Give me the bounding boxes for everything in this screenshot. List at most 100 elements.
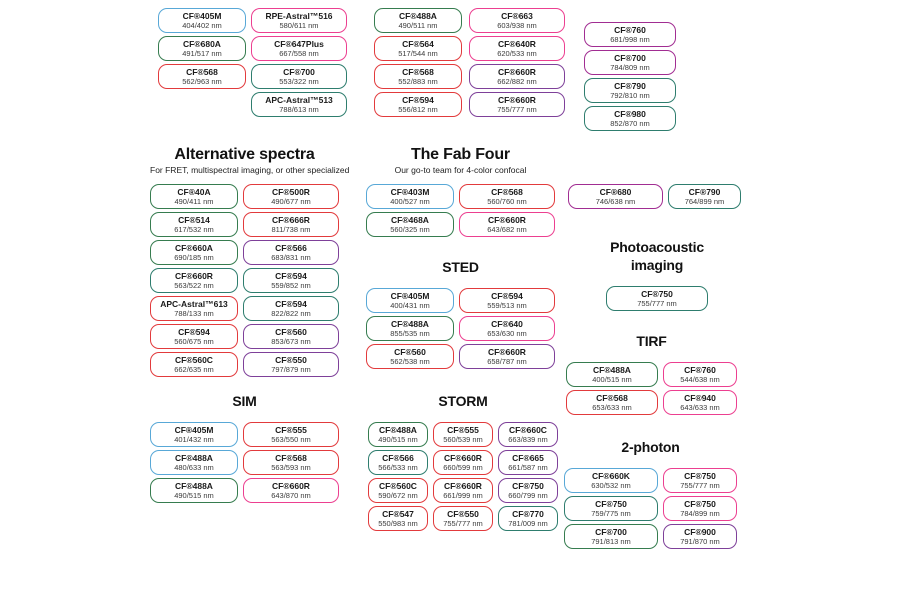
dye-values: 755/777 nm [680, 481, 720, 490]
dye-values: 400/431 nm [390, 301, 430, 310]
dye-values: 560/760 nm [487, 197, 527, 206]
dye-name: CF®566 [382, 453, 414, 463]
dye-name: CF®700 [283, 67, 315, 77]
dye-name: CF®665 [512, 453, 544, 463]
section-title: STORM [438, 393, 488, 409]
section-subtitle: For FRET, multispectral imaging, or othe… [150, 165, 350, 175]
dye-values: 662/882 nm [497, 77, 537, 86]
dye-name: CF®405M [174, 425, 214, 435]
dye-values: 755/777 nm [497, 105, 537, 114]
dye-values: 544/638 nm [680, 375, 720, 384]
dye-values: 797/879 nm [271, 365, 311, 374]
dye-name: RPE-Astral™516 [265, 11, 333, 21]
dye-values: 559/513 nm [487, 301, 527, 310]
dye-name: CF®660R [498, 67, 536, 77]
dye-name: CF®547 [382, 509, 414, 519]
dye-values: 490/411 nm [174, 197, 214, 206]
dye-name: CF®700 [595, 527, 627, 537]
dye-values: 653/630 nm [487, 329, 527, 338]
dye-values: 556/812 nm [398, 105, 438, 114]
dye-values: 755/777 nm [443, 519, 483, 528]
dye-name: CF®680A [183, 39, 221, 49]
dye-name: CF®488A [175, 481, 213, 491]
dye-values: 811/738 nm [271, 225, 311, 234]
dye-name: CF®594 [275, 299, 307, 309]
dye-values: 788/613 nm [279, 105, 319, 114]
dye-name: CF®488A [593, 365, 631, 375]
dye-values: 550/983 nm [378, 519, 418, 528]
dye-name: CF®555 [447, 425, 479, 435]
dye-values: 791/870 nm [680, 537, 720, 546]
dye-values: 791/813 nm [591, 537, 631, 546]
dye-values: 667/558 nm [279, 49, 319, 58]
dye-values: 746/638 nm [595, 197, 636, 206]
dye-values: 401/432 nm [174, 435, 214, 444]
dye-values: 663/839 nm [508, 435, 548, 444]
dye-name: CF®568 [186, 67, 218, 77]
dye-name: CF®560 [275, 327, 307, 337]
dye-name: CF®555 [275, 425, 307, 435]
section-title: Photoacoustic imaging [610, 239, 704, 273]
dye-name: CF®760 [684, 365, 716, 375]
dye-values: 560/539 nm [443, 435, 483, 444]
dye-name: CF®660R [488, 215, 526, 225]
dye-values: 660/799 nm [508, 491, 548, 500]
dye-name: CF®660R [498, 95, 536, 105]
section-title: Alternative spectra [174, 146, 315, 163]
dye-values: 643/682 nm [487, 225, 527, 234]
dye-values: 562/963 nm [182, 77, 222, 86]
dye-name: CF®568 [402, 67, 434, 77]
dye-name: CF®760 [614, 25, 646, 35]
dye-name: CF®663 [501, 11, 533, 21]
dye-values: 563/593 nm [271, 463, 311, 472]
